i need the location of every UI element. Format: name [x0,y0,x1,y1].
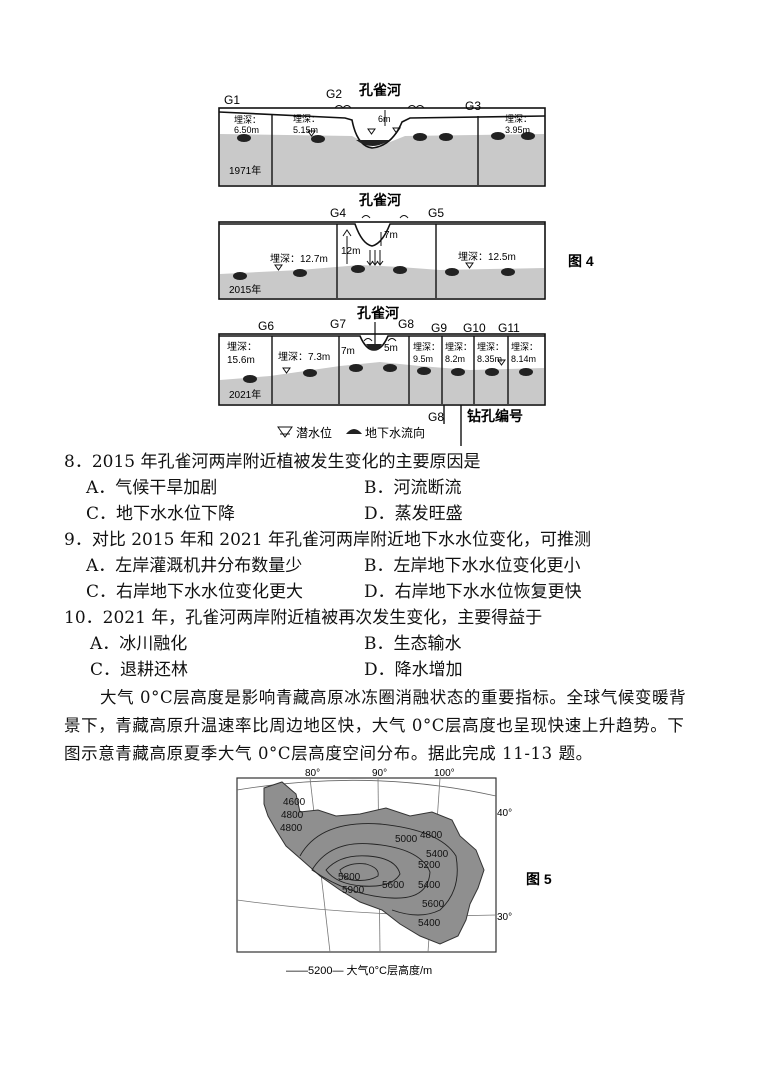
legend-well-code: G8 [428,410,444,424]
question-9-option-c[interactable]: C．右岸地下水水位变化更大 [86,582,304,602]
depth-label: 埋深： [511,342,538,352]
legend-flow: 地下水流向 [365,425,425,440]
question-9-option-d[interactable]: D．右岸地下水水位恢复更快 [364,582,582,602]
contour-label: 4800 [420,830,443,841]
longitude-80: 80° [305,768,320,779]
question-8-option-d[interactable]: D．蒸发旺盛 [364,504,463,524]
river-name-2021: 孔雀河 [357,305,399,321]
contour-label: 4800 [281,810,304,821]
well-g4: G4 [330,206,346,220]
well-g8: G8 [398,317,414,331]
year-label-1971: 1971年 [229,164,261,177]
year-label-2015: 2015年 [229,283,261,296]
depth-value: 3.95m [505,125,530,135]
figure-4-label: 图 4 [568,253,594,269]
depth-value: 6.50m [234,125,259,135]
contour-label: 5400 [426,849,449,860]
year-label-2021: 2021年 [229,388,261,401]
contour-label: 4800 [280,823,303,834]
figure-4-legend: G8 钻孔编号 潜水位 地下水流向 [277,405,523,446]
figure-5-legend: ——5200— 大气0°C层高度/m [286,963,432,977]
question-8-stem: 8．2015 年孔雀河两岸附近植被发生变化的主要原因是 [64,452,481,472]
question-9-option-a[interactable]: A．左岸灌溉机井分布数量少 [86,556,303,576]
gauge-12m: 12m [341,246,360,257]
figure-4: G1 G2 G3 孔雀河 埋深： 6.50m 埋深： 5.15m 埋深： 3.9… [218,82,594,446]
question-8-option-a[interactable]: A．气候干旱加剧 [86,478,218,498]
question-10-option-d[interactable]: D．降水增加 [364,660,463,680]
legend-well-label: 钻孔编号 [467,408,523,424]
intro-line-2: 景下，青藏高原升温速率比周边地区快，大气 0°C层高度也呈现快速上升趋势。下 [64,716,685,735]
depth-label: 埋深： [227,341,257,353]
river-name-1971: 孔雀河 [359,82,401,98]
depth-value: 5.15m [293,125,318,135]
well-g5: G5 [428,206,444,220]
depth-label: 埋深： [477,342,504,352]
gauge-7m: 7m [384,230,398,241]
river-name-2015: 孔雀河 [359,192,401,208]
contour-label: 4600 [283,797,306,808]
contour-label: 5800 [338,872,361,883]
latitude-30: 30° [497,912,512,923]
depth-value: 8.14m [511,354,536,364]
well-g11: G11 [498,321,520,335]
depth-label: 埋深： [505,114,532,124]
contour-label: 5400 [418,918,441,929]
latitude-40: 40° [497,808,512,819]
gauge-5m: 5m [384,343,398,354]
well-g1: G1 [224,93,240,107]
contour-label: 5900 [342,885,365,896]
well-g7: G7 [330,317,346,331]
well-g10: G10 [463,321,486,335]
contour-label: 5200 [418,860,441,871]
depth-label-g6: 埋深：7.3m [278,351,330,363]
question-10-option-c[interactable]: C．退耕还林 [90,660,189,680]
depth-label: 埋深： [234,115,261,125]
depth-label-g4: 埋深：12.7m [270,253,328,265]
well-g2: G2 [326,87,342,101]
question-9-option-b[interactable]: B．左岸地下水水位变化更小 [364,556,581,576]
well-g6: G6 [258,319,274,333]
question-10-stem: 10．2021 年，孔雀河两岸附近植被再次发生变化，主要得益于 [64,608,543,628]
river-depth: 6m [378,114,391,124]
depth-label: 埋深： [413,342,440,352]
depth-value: 9.5m [413,354,433,364]
panel-1971: G1 G2 G3 孔雀河 埋深： 6.50m 埋深： 5.15m 埋深： 3.9… [218,82,546,187]
depth-value: 8.35m [477,354,502,364]
question-10-option-b[interactable]: B．生态输水 [364,634,462,654]
legend-water-table: 潜水位 [296,425,332,440]
question-8-option-b[interactable]: B．河流断流 [364,478,462,498]
well-g9: G9 [431,321,447,335]
figure-5-map: 4600 4800 4800 4800 5000 5200 5400 5600 … [236,768,552,977]
longitude-90: 90° [372,768,387,779]
depth-value: 15.6m [227,355,255,366]
panel-2021: 孔雀河 G6 G7 G8 G9 G10 G11 埋深： 15.6m 埋深：7.3… [218,305,546,406]
figure-5-label: 图 5 [526,871,552,887]
intro-line-1: 大气 0°C层高度是影响青藏高原冰冻圈消融状态的重要指标。全球气候变暖背 [100,688,687,707]
contour-labels: 4600 4800 4800 4800 5000 5200 5400 5600 … [280,797,449,929]
flow-arrow-icon [346,429,362,434]
intro-line-3: 图示意青藏高原夏季大气 0°C层高度空间分布。据此完成 11-13 题。 [64,744,593,763]
depth-label: 埋深： [445,342,472,352]
depth-label: 埋深： [293,114,320,124]
contour-label: 5600 [382,880,405,891]
depth-value: 8.2m [445,354,465,364]
depth-label-g5: 埋深：12.5m [458,251,516,263]
contour-label: 5000 [395,834,418,845]
contour-label: 5600 [422,899,445,910]
panel-2015: 孔雀河 G4 G5 埋深：12.7m 埋深：12.5m 12m 7m 2015年 [218,192,546,300]
question-10-option-a[interactable]: A．冰川融化 [90,634,188,654]
gauge-7m: 7m [341,346,355,357]
longitude-100: 100° [434,768,455,779]
contour-label: 5400 [418,880,441,891]
question-8-option-c[interactable]: C．地下水水位下降 [86,504,236,524]
question-9-stem: 9．对比 2015 年和 2021 年孔雀河两岸附近地下水水位变化，可推测 [64,530,591,550]
well-g3: G3 [465,99,481,113]
